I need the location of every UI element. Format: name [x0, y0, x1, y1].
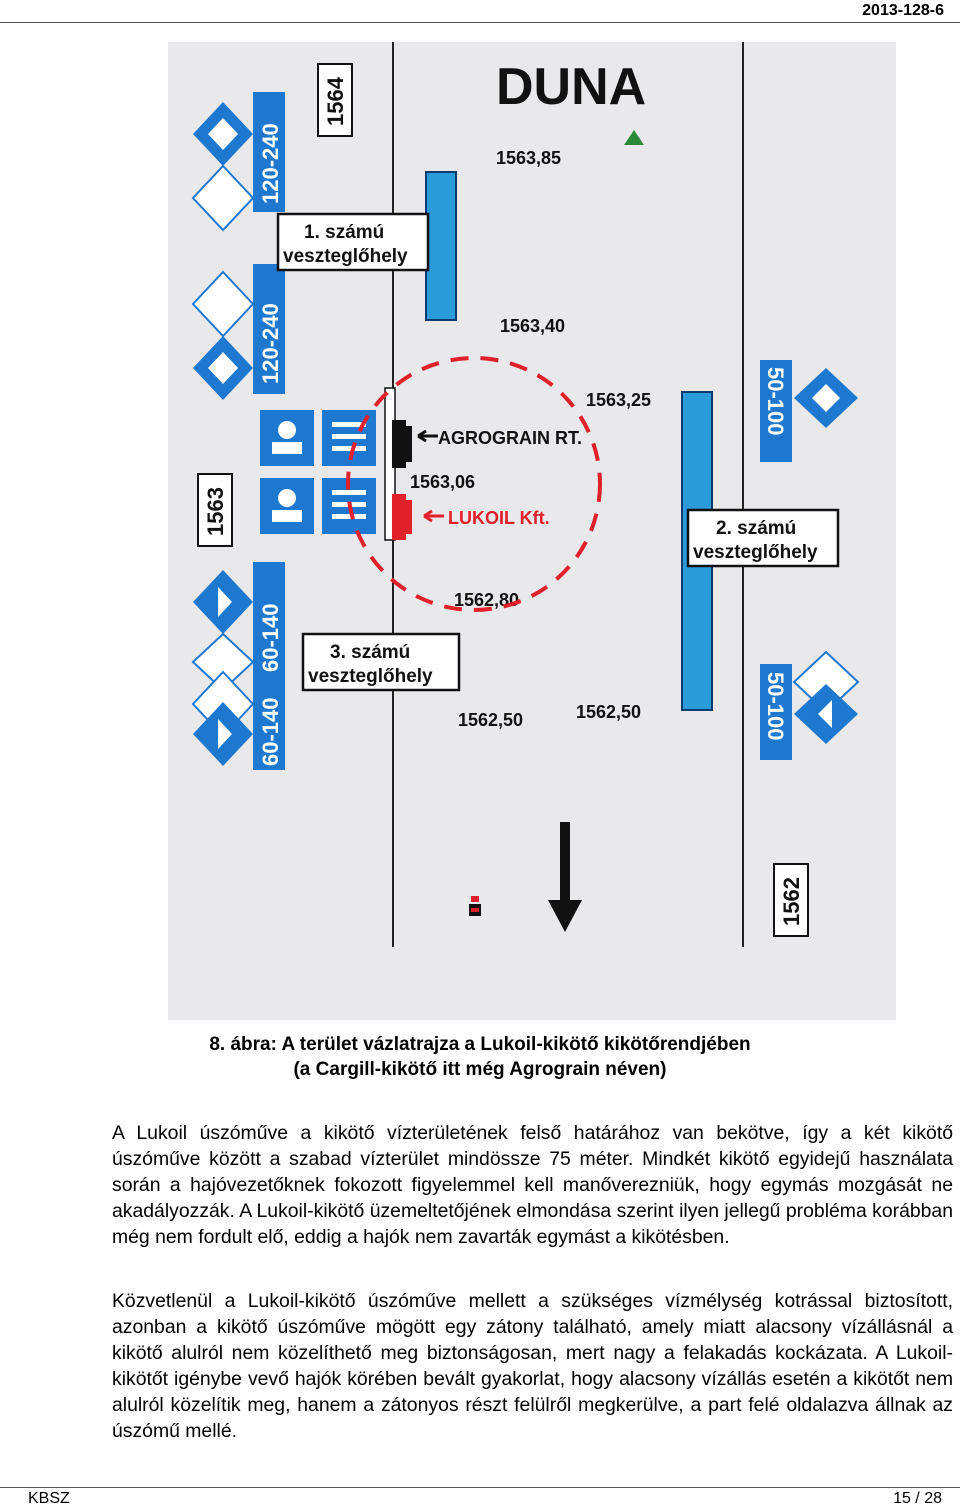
- anchorage-label-2: 2. számú veszteglőhely: [686, 508, 840, 568]
- lukoil-vessel: LUKOIL Kft.: [392, 494, 550, 540]
- svg-text:3. számú: 3. számú: [330, 642, 410, 663]
- point-label-1562-80: 1562,80: [454, 590, 519, 610]
- speed-sign-6: 50-100: [760, 650, 860, 760]
- svg-text:1563: 1563: [203, 487, 228, 536]
- flow-direction-arrow-icon: [548, 822, 582, 932]
- map-figure: DUNA 1564 1563 1562 120-240: [168, 42, 896, 1020]
- svg-text:50-100: 50-100: [763, 672, 788, 741]
- km-marker-1562: 1562: [773, 863, 809, 937]
- svg-text:50-100: 50-100: [763, 367, 788, 436]
- page-number: 15 / 28: [893, 1490, 942, 1507]
- anchorage-label-1: 1. számú veszteglőhely: [276, 212, 430, 272]
- svg-text:LUKOIL Kft.: LUKOIL Kft.: [448, 508, 550, 528]
- document-code: 2013-128-6: [862, 2, 944, 19]
- svg-text:60-140: 60-140: [258, 603, 283, 672]
- svg-text:120-240: 120-240: [258, 303, 283, 384]
- point-label-1563-25: 1563,25: [586, 390, 651, 410]
- paragraph-1: A Lukoil úszóműve a kikötő vízterületéne…: [112, 1122, 953, 1248]
- green-buoy-icon: [624, 130, 644, 145]
- map-sketch: DUNA 1564 1563 1562 120-240: [168, 42, 896, 1020]
- svg-text:120-240: 120-240: [258, 123, 283, 204]
- point-label-1563-85: 1563,85: [496, 148, 561, 168]
- svg-text:veszteglőhely: veszteglőhely: [693, 542, 818, 563]
- point-label-1562-50-right: 1562,50: [576, 702, 641, 722]
- agrograin-vessel: AGROGRAIN RT.: [392, 420, 582, 468]
- anchorage-strip-1: [425, 171, 457, 321]
- svg-text:1564: 1564: [323, 76, 348, 126]
- river-name: DUNA: [496, 58, 646, 116]
- speed-sign-4: 60-140: [191, 670, 285, 770]
- footer-org: KBSZ: [28, 1490, 70, 1507]
- km-marker-1563: 1563: [197, 473, 233, 547]
- buoy-marker-icon: [469, 896, 481, 916]
- svg-text:veszteglőhely: veszteglőhely: [308, 666, 433, 687]
- speed-sign-5: 50-100: [760, 360, 858, 462]
- point-label-1563-06: 1563,06: [410, 472, 475, 492]
- paragraph-2: Közvetlenül a Lukoil-kikötő úszóműve mel…: [112, 1290, 953, 1442]
- svg-text:veszteglőhely: veszteglőhely: [283, 246, 408, 267]
- caption-line-1: 8. ábra: A terület vázlatrajza a Lukoil-…: [209, 1034, 751, 1055]
- km-marker-1564: 1564: [317, 63, 353, 137]
- svg-text:2. számú: 2. számú: [716, 518, 796, 539]
- svg-text:60-140: 60-140: [258, 697, 283, 766]
- svg-text:1. számú: 1. számú: [304, 222, 384, 243]
- svg-text:1562: 1562: [779, 877, 804, 926]
- caption-line-2: (a Cargill-kikötő itt még Agrograin néve…: [293, 1059, 667, 1080]
- header-rule: [0, 22, 960, 23]
- speed-sign-3: 60-140: [191, 562, 285, 692]
- figure-caption: 8. ábra: A terület vázlatrajza a Lukoil-…: [0, 1032, 960, 1082]
- point-label-1562-50-left: 1562,50: [458, 710, 523, 730]
- footer-rule: [0, 1487, 960, 1488]
- speed-sign-1: 120-240: [191, 92, 285, 232]
- highlight-circle: [346, 356, 602, 612]
- speed-sign-2: 120-240: [191, 264, 285, 400]
- point-label-1563-40: 1563,40: [500, 316, 565, 336]
- anchorage-label-3: 3. számú veszteglőhely: [301, 632, 461, 692]
- svg-text:AGROGRAIN RT.: AGROGRAIN RT.: [438, 428, 582, 448]
